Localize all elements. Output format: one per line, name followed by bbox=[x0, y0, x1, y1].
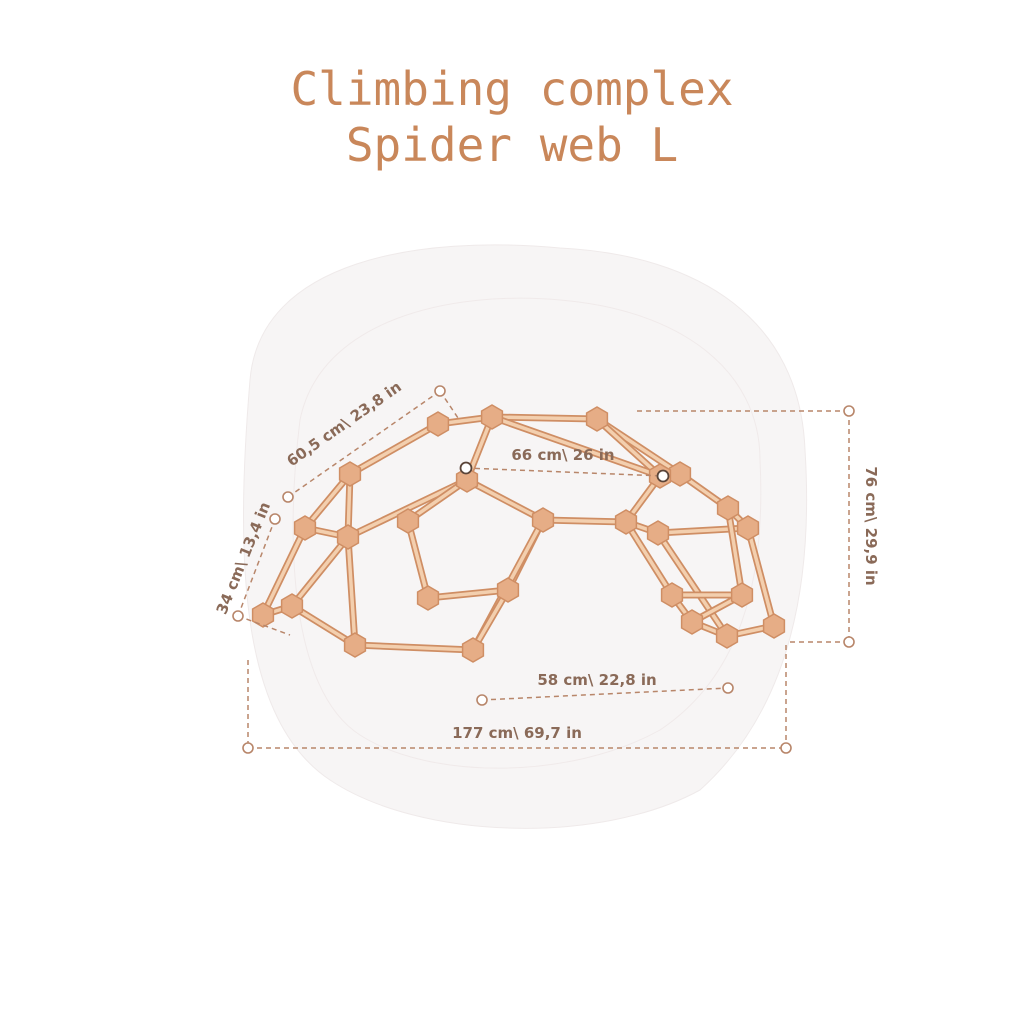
dome-connector-i bbox=[455, 467, 479, 493]
label-base-edge: 58 cm\ 22,8 in bbox=[537, 671, 656, 689]
dome-rung-highlight-15 bbox=[541, 518, 628, 524]
dome-connector-k bbox=[416, 585, 440, 611]
dome-connector-t bbox=[762, 613, 786, 639]
label-total-length: 177 cm\ 69,7 in bbox=[452, 724, 582, 742]
dome-connector-w bbox=[680, 609, 704, 635]
dome-connector-e bbox=[338, 461, 362, 487]
title-line-1: Climbing complex bbox=[290, 62, 734, 116]
dome-rung-highlight-36 bbox=[471, 588, 510, 652]
dome-rung-highlight-11 bbox=[406, 519, 430, 600]
dome-connector-q bbox=[716, 495, 740, 521]
dome-rung-highlight-12 bbox=[426, 588, 510, 600]
dim-line-side-edge bbox=[287, 390, 441, 498]
dim-ext-side-top bbox=[439, 390, 459, 419]
dome-rung-highlight-4 bbox=[348, 422, 440, 476]
dome-connector-n bbox=[614, 509, 638, 535]
dome-rung-highlight-6 bbox=[490, 415, 599, 421]
dome-connector-g bbox=[480, 404, 504, 430]
dome-connector-a bbox=[251, 602, 275, 628]
dome-connector-u bbox=[715, 623, 739, 649]
dome-connector-m bbox=[531, 507, 555, 533]
dome-rung-highlight-0 bbox=[261, 526, 307, 617]
dome-rung-highlight-28 bbox=[624, 520, 674, 597]
dome-connector-s bbox=[730, 582, 754, 608]
dome-rung-highlight-2 bbox=[303, 472, 352, 530]
dome-rung-highlight-30 bbox=[346, 535, 357, 647]
dome-rung-highlight-14 bbox=[465, 478, 545, 522]
dome-connector-j bbox=[396, 508, 420, 534]
dome-connector-d bbox=[336, 524, 360, 550]
dome-connector-l bbox=[496, 577, 520, 603]
dim-ext-end-bottom bbox=[237, 615, 291, 636]
label-height: 76 cm\ 29,9 in bbox=[862, 466, 880, 585]
dome-connector-y bbox=[461, 637, 485, 663]
dim-line-top-width bbox=[465, 467, 664, 477]
dome-connector-v bbox=[660, 582, 684, 608]
label-top-width: 66 cm\ 26 in bbox=[511, 446, 614, 464]
dimension-endpoints bbox=[232, 385, 855, 754]
dome-connector-p bbox=[668, 461, 692, 487]
dome-rung-highlight-35 bbox=[490, 415, 662, 478]
dome-connector-c bbox=[293, 515, 317, 541]
dome-connector-h bbox=[585, 406, 609, 432]
dome-connector-f bbox=[426, 411, 450, 437]
dome-connector-x bbox=[343, 632, 367, 658]
dome-connector-r bbox=[736, 515, 760, 541]
dome-rung-highlight-1 bbox=[290, 535, 350, 608]
dimension-lines bbox=[237, 390, 850, 749]
dome-rung-highlight-26 bbox=[726, 506, 744, 597]
dome-rung-highlight-22 bbox=[656, 531, 729, 638]
top-width-endpoints bbox=[459, 461, 670, 483]
climbing-dome-structure bbox=[251, 404, 786, 663]
dome-connector-b bbox=[280, 593, 304, 619]
background-blob bbox=[243, 244, 808, 829]
title-line-2: Spider web L bbox=[345, 118, 679, 172]
dome-rung-highlight-31 bbox=[353, 643, 475, 652]
dome-rung-highlight-20 bbox=[746, 526, 776, 628]
dome-rung-highlight-34 bbox=[595, 417, 662, 478]
dome-connector-o bbox=[646, 520, 670, 546]
